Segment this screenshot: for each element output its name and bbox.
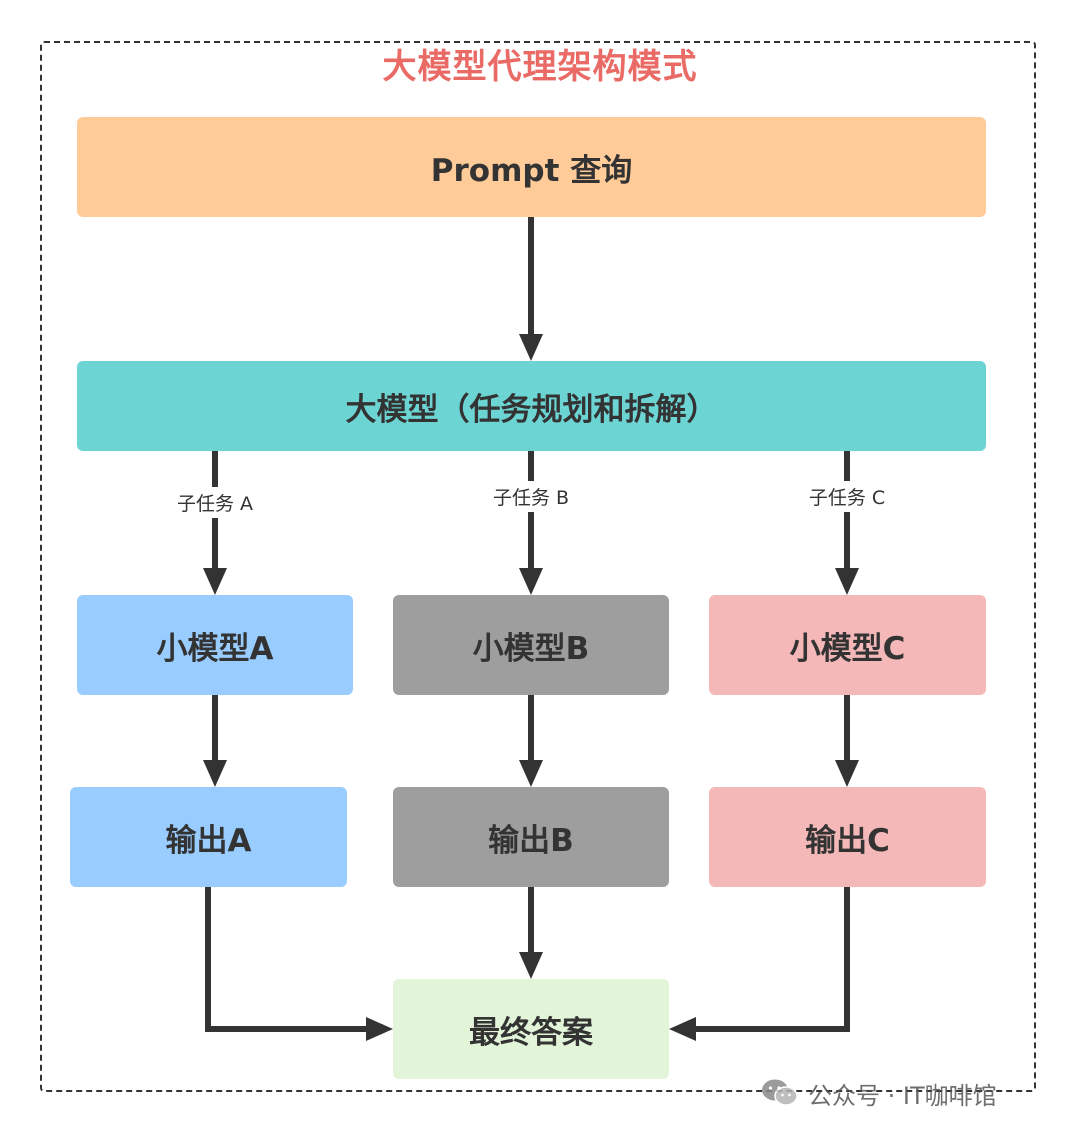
large-model-node-label: 大模型（任务规划和拆解） <box>345 391 718 428</box>
output-a-node: 输出A <box>70 787 347 887</box>
arrowhead-oa-to-final <box>366 1017 393 1041</box>
diagram-title: 大模型代理架构模式 <box>382 47 698 87</box>
diagram-frame <box>40 41 1036 1092</box>
subtask-c-label: 子任务 C <box>804 481 890 512</box>
arrowhead-sa-to-oa <box>203 760 227 787</box>
output-a-label: 输出A <box>165 822 252 859</box>
small-model-b-node: 小模型B <box>393 595 669 695</box>
output-c-label: 输出C <box>805 822 890 859</box>
small-model-a-label: 小模型A <box>156 630 274 667</box>
final-answer-label: 最终答案 <box>469 1014 593 1051</box>
arrowhead-prompt-to-llm <box>519 334 543 361</box>
arrowhead-sc-to-oc <box>835 760 859 787</box>
arrow-oc-to-final <box>692 887 850 1032</box>
small-model-b-label: 小模型B <box>472 630 590 667</box>
arrowhead-llm-to-sb <box>519 568 543 595</box>
watermark-text: 公众号 · IT咖啡馆 <box>808 1081 997 1110</box>
final-answer-node: 最终答案 <box>393 979 669 1079</box>
small-model-a-node: 小模型A <box>77 595 353 695</box>
output-c-node: 输出C <box>709 787 986 887</box>
arrow-oa-to-final <box>205 887 370 1032</box>
prompt-node-label: Prompt 查询 <box>430 152 633 189</box>
output-b-node: 输出B <box>393 787 669 887</box>
large-model-node: 大模型（任务规划和拆解） <box>77 361 986 451</box>
subtask-a-label: 子任务 A <box>172 487 258 518</box>
arrowhead-ob-to-final <box>519 952 543 979</box>
wechat-icon <box>762 1079 798 1106</box>
output-b-label: 输出B <box>488 822 574 859</box>
arrowhead-llm-to-sa <box>203 568 227 595</box>
arrowhead-sb-to-ob <box>519 760 543 787</box>
small-model-c-node: 小模型C <box>709 595 986 695</box>
watermark: 公众号 · IT咖啡馆 <box>760 1073 997 1113</box>
subtask-b-label: 子任务 B <box>488 481 574 512</box>
arrowhead-oc-to-final <box>669 1017 696 1041</box>
arrowhead-llm-to-sc <box>835 568 859 595</box>
prompt-node: Prompt 查询 <box>77 117 986 217</box>
small-model-c-label: 小模型C <box>789 630 906 667</box>
